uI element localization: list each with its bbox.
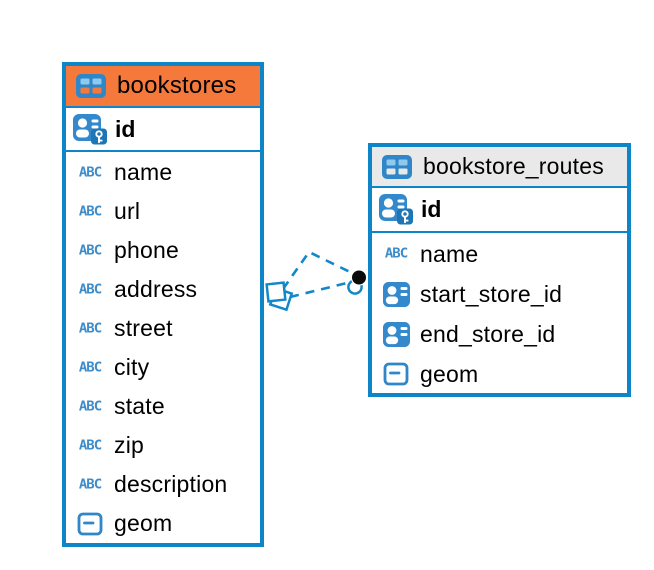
field-row-pk[interactable]: id [66,108,260,152]
field-name: start_store_id [420,280,563,307]
field-row[interactable]: ABC city [66,348,260,387]
field-row[interactable]: ABC name [66,153,260,192]
field-name: zip [114,432,145,458]
field-row[interactable]: ABC url [66,192,260,231]
table-title: bookstores [117,72,237,99]
field-row[interactable]: ABC phone [66,231,260,270]
field-row[interactable]: ABC address [66,270,260,309]
table-bookstore-routes-header[interactable]: bookstore_routes [372,147,627,188]
text-type-icon: ABC [78,399,102,414]
filled-dot-icon[interactable] [347,269,368,295]
field-name: end_store_id [420,320,556,347]
field-list: ABC name ABC url ABC phone ABC address A… [66,152,260,543]
field-row[interactable]: ABC street [66,309,260,348]
field-name: description [114,471,228,497]
id-badge-icon [378,281,414,308]
field-name: name [420,240,479,267]
field-name: geom [114,510,173,536]
table-bookstores-header[interactable]: bookstores [66,66,260,108]
table-bookstore-routes[interactable]: bookstore_routes id ABC [368,143,631,397]
field-row[interactable]: ABC name [372,234,627,274]
field-name: address [114,276,198,302]
table-title: bookstore_routes [423,153,604,179]
text-type-icon: ABC [78,321,102,336]
text-type-icon: ABC [78,165,102,180]
table-grid-icon [379,154,415,180]
field-row[interactable]: ABC zip [66,426,260,465]
text-type-icon: ABC [384,246,408,262]
field-row[interactable]: ABC state [66,387,260,426]
field-row-pk[interactable]: id [372,188,627,233]
text-type-icon: ABC [78,204,102,219]
field-row[interactable]: end_store_id [372,314,627,354]
field-name: city [114,354,150,380]
field-name: state [114,393,165,419]
id-badge-key-icon [72,113,108,146]
field-list: ABC name start_store_id [372,233,627,394]
field-name: name [114,159,173,185]
field-row[interactable]: ABC description [66,465,260,504]
relationship-line-upper[interactable] [281,250,353,290]
text-type-icon: ABC [78,477,102,492]
field-row[interactable]: geom [372,354,627,394]
field-name: phone [114,237,179,263]
field-row[interactable]: start_store_id [372,274,627,314]
field-name: id [115,115,136,142]
text-type-icon: ABC [78,360,102,375]
text-type-icon: ABC [78,438,102,453]
field-name: url [114,198,141,224]
geometry-type-icon [72,512,108,536]
field-name: id [421,196,442,222]
table-bookstores[interactable]: bookstores id ABC [62,62,264,547]
relationship-line-lower[interactable] [289,280,352,299]
table-grid-icon [73,73,109,99]
id-badge-key-icon [378,193,414,226]
field-name: street [114,315,173,341]
field-name: geom [420,360,479,387]
field-row[interactable]: geom [66,504,260,543]
geometry-type-icon [378,362,414,386]
overlapping-squares-icon[interactable] [265,281,294,312]
id-badge-icon [378,321,414,348]
text-type-icon: ABC [78,282,102,297]
text-type-icon: ABC [78,243,102,258]
